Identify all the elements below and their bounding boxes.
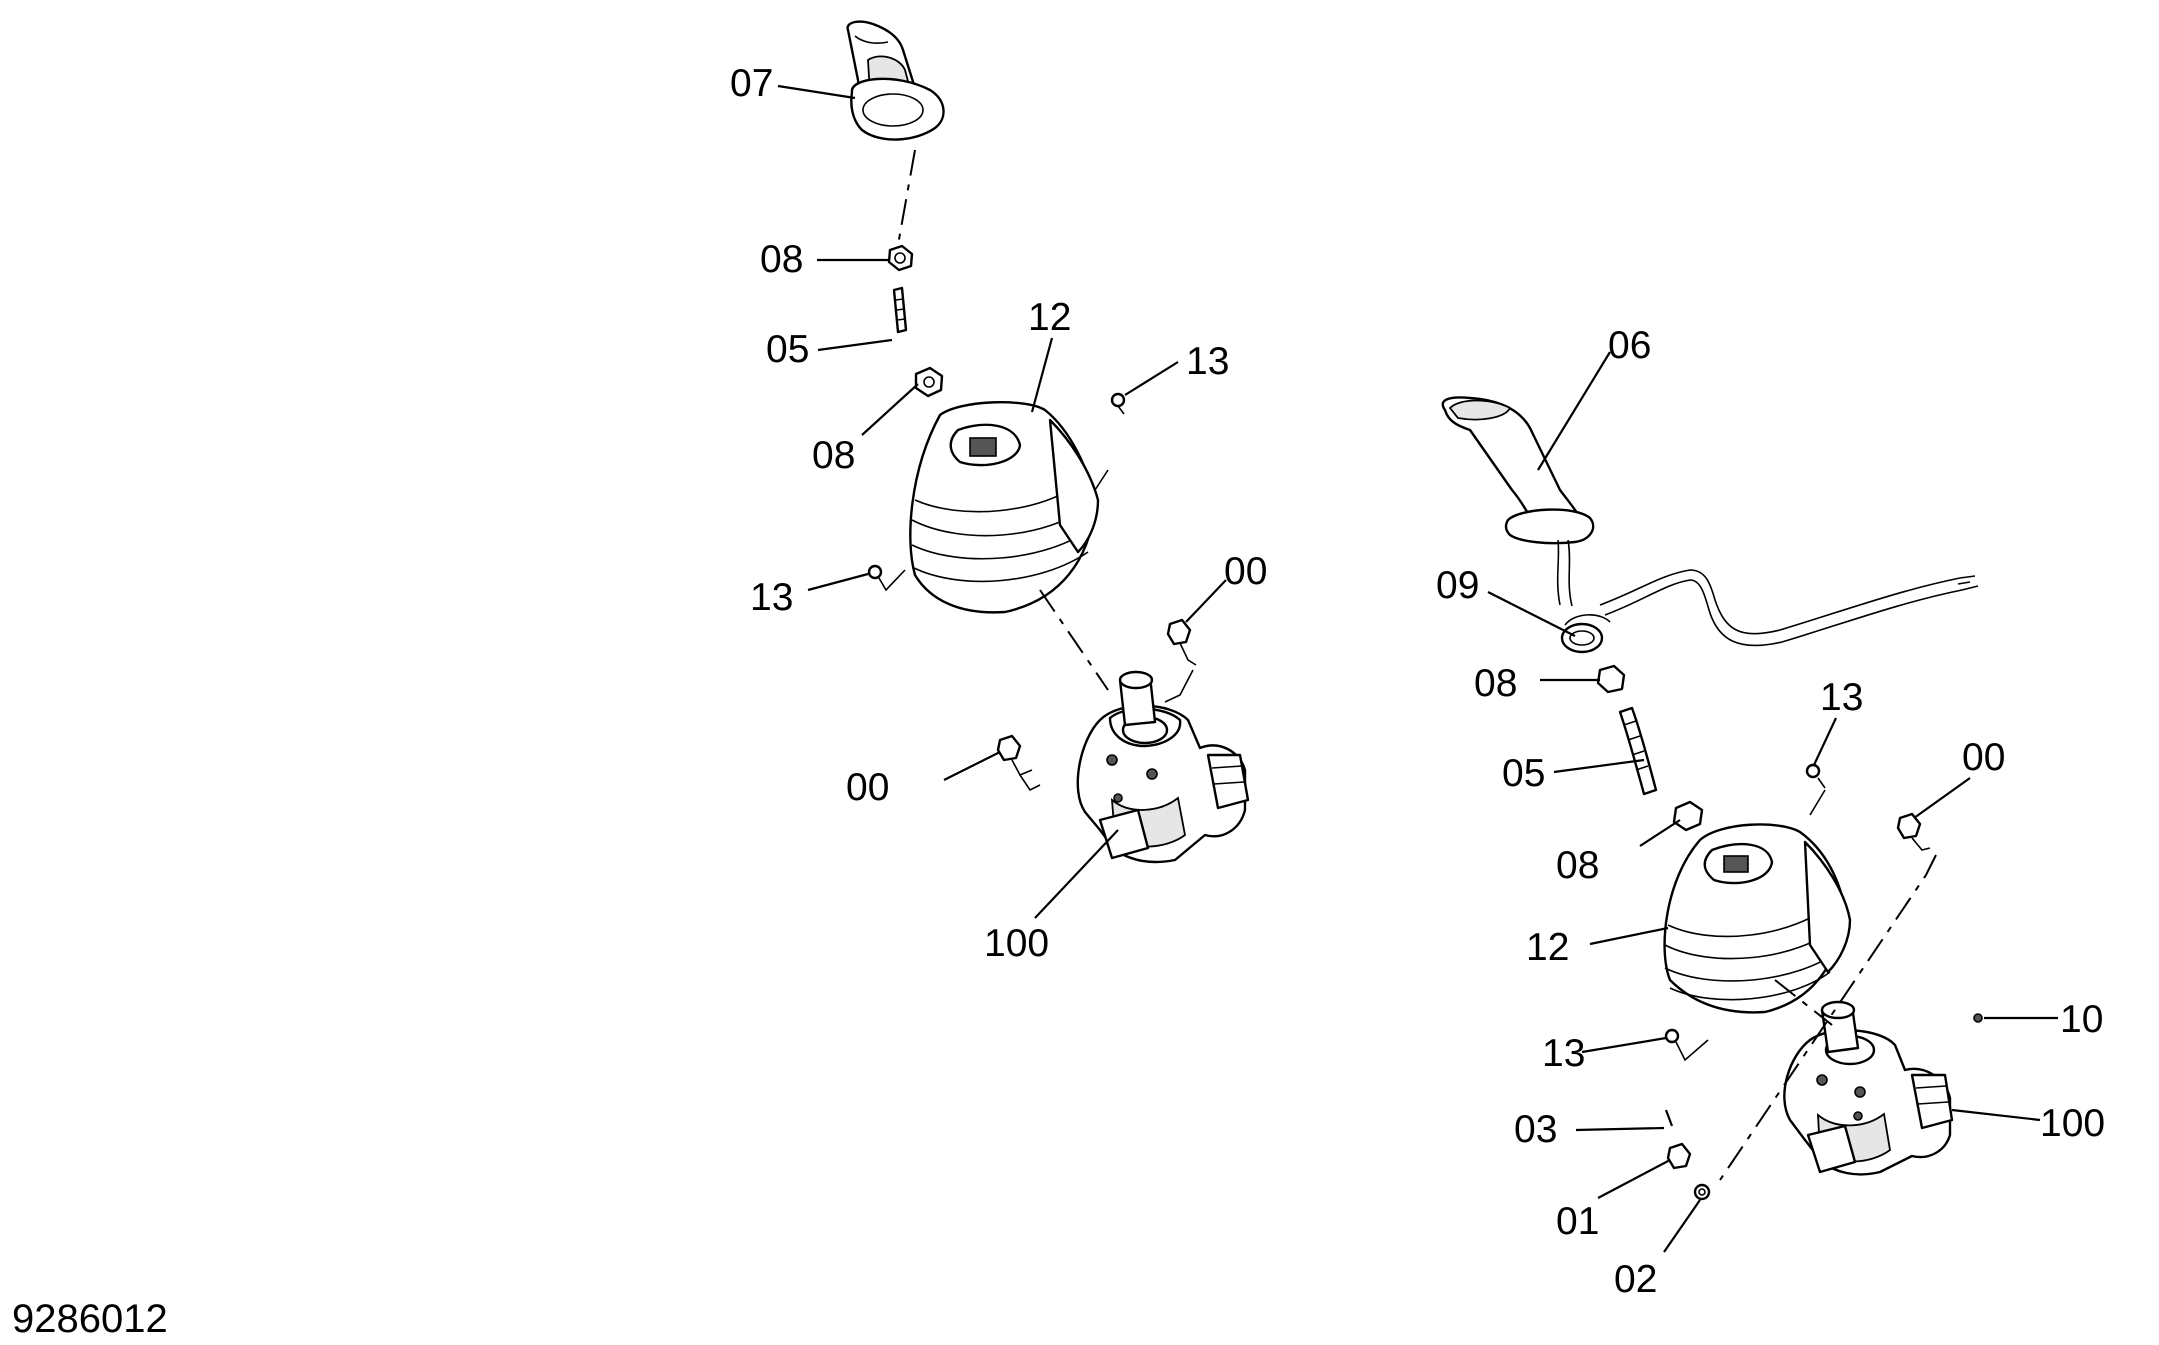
joystick-grip-icon	[846, 20, 945, 141]
drawing-number: 9286012	[12, 1297, 168, 1340]
callout-cable-ring-right: 09	[1436, 564, 1479, 607]
hex-nut-icon	[914, 366, 944, 398]
hex-nut-icon	[1672, 800, 1704, 832]
callout-pin-right: 03	[1514, 1108, 1557, 1151]
callout-valve-left: 100	[984, 922, 1049, 965]
stud-icon	[892, 286, 908, 334]
rubber-boot-icon	[1663, 823, 1852, 1014]
rubber-boot-icon	[909, 401, 1100, 614]
callout-plug-right: 10	[2060, 998, 2103, 1041]
leader-lines-right	[1487, 351, 2058, 1253]
callout-boot-right: 12	[1526, 926, 1569, 969]
left-assembly: 07 08 05 08 12 13 13 00 00 100	[730, 20, 1267, 965]
callout-nut-upper-left: 08	[760, 238, 803, 281]
bolt-icon	[1666, 1142, 1692, 1170]
callout-nut-lower-right: 08	[1556, 844, 1599, 887]
pin-icon	[1664, 1109, 1674, 1127]
callout-stud-right: 05	[1502, 752, 1545, 795]
pilot-valve-icon	[1076, 670, 1250, 864]
callout-clip-upper-right: 13	[1820, 676, 1863, 719]
washer-icon	[1693, 1183, 1711, 1201]
clip-icon	[867, 564, 906, 592]
clip-icon	[1664, 1028, 1709, 1062]
callout-clip-lower-right: 13	[1542, 1032, 1585, 1075]
callout-nut-lower-left: 08	[812, 434, 855, 477]
pilot-valve-icon	[1783, 1000, 1954, 1176]
stud-icon	[1618, 706, 1658, 796]
callout-screw-left-left: 00	[846, 766, 889, 809]
callout-grip-right: 06	[1608, 324, 1651, 367]
joystick-grip-with-cable-icon	[1441, 396, 1979, 654]
screw-icon	[1896, 812, 1931, 851]
clip-icon	[1110, 392, 1126, 415]
callout-screw-right-left: 00	[1224, 550, 1267, 593]
callout-washer-right: 02	[1614, 1258, 1657, 1301]
leader-lines-left	[777, 84, 1227, 919]
callout-clip-lower-left: 13	[750, 576, 793, 619]
callout-nut-upper-right: 08	[1474, 662, 1517, 705]
callout-stud-left: 05	[766, 328, 809, 371]
callout-clip-upper-left: 13	[1186, 340, 1229, 383]
callout-valve-right: 100	[2040, 1102, 2105, 1145]
callout-screw-right: 00	[1962, 736, 2005, 779]
hex-nut-icon	[1596, 664, 1626, 694]
callout-grip-left: 07	[730, 62, 773, 105]
screw-icon	[996, 734, 1041, 792]
hex-nut-icon	[887, 244, 914, 272]
screw-icon	[1166, 618, 1197, 666]
callout-boot-left: 12	[1028, 296, 1071, 339]
plug-icon	[1973, 1013, 1983, 1023]
callout-bolt-right: 01	[1556, 1200, 1599, 1243]
clip-icon	[1805, 763, 1826, 789]
right-assembly: 06 09 08 05 08 12 13 13 00 10 100 03 01 …	[1436, 324, 2105, 1301]
